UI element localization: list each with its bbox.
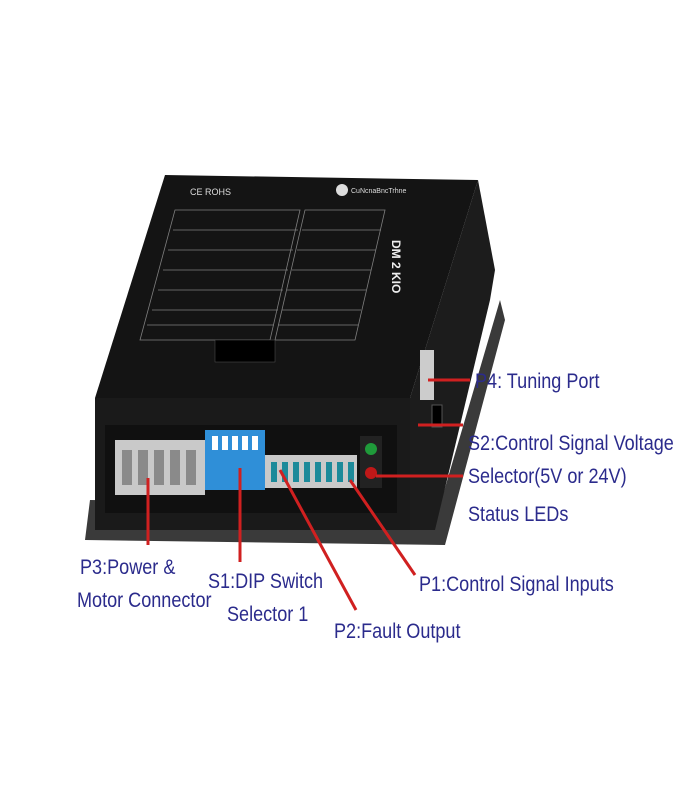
label-s1-line1: S1:DIP Switch: [208, 570, 324, 593]
dip-switch[interactable]: [205, 430, 265, 490]
leader-p2: [278, 469, 358, 611]
label-s2-line2: Selector(5V or 24V): [468, 465, 627, 488]
label-p3-line1: P3:Power &: [80, 556, 176, 579]
label-p1-control-inputs: P1:Control Signal Inputs: [419, 573, 614, 596]
spec-table-grid: [139, 209, 386, 341]
voltage-selector-switch: [431, 404, 443, 428]
model-name: DM 2 KIO: [389, 240, 403, 293]
status-led-green: [365, 443, 377, 455]
label-p2-fault-output: P2:Fault Output: [334, 620, 461, 643]
power-motor-connector: [115, 440, 205, 495]
label-s1-line2: Selector 1: [227, 603, 309, 626]
label-p3-line2: Motor Connector: [77, 589, 212, 612]
brand-logo: CuNcnaBncTrhne: [351, 188, 406, 195]
control-signal-connector: [265, 455, 357, 488]
leader-p1: [348, 479, 417, 576]
status-led-red: [365, 467, 377, 479]
certification-mark: CE ROHS: [190, 187, 231, 197]
leader-lines: [146, 378, 470, 611]
tuning-port: [420, 350, 434, 400]
side-face: [410, 180, 495, 530]
label-p4-tuning-port: P4: Tuning Port: [475, 370, 600, 393]
top-face: [95, 175, 478, 398]
label-status-leds: Status LEDs: [468, 503, 569, 526]
label-s2-line1: S2:Control Signal Voltage: [468, 432, 674, 455]
brand-logo-icon: [336, 184, 348, 196]
